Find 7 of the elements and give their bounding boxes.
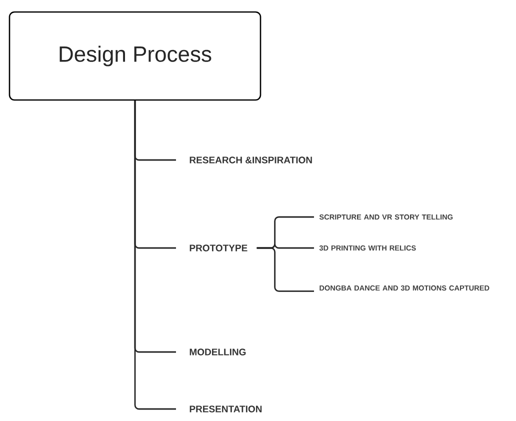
stage-label: PROTOTYPE bbox=[190, 244, 248, 252]
title-box: Design Process bbox=[8, 11, 262, 101]
connector-line bbox=[134, 100, 176, 410]
stage-label: PRESENTATION bbox=[190, 406, 262, 412]
connector-line bbox=[256, 247, 314, 292]
stage-label: RESEARCH &INSPIRATION bbox=[190, 156, 312, 164]
stage-label: MODELLING bbox=[190, 348, 246, 356]
